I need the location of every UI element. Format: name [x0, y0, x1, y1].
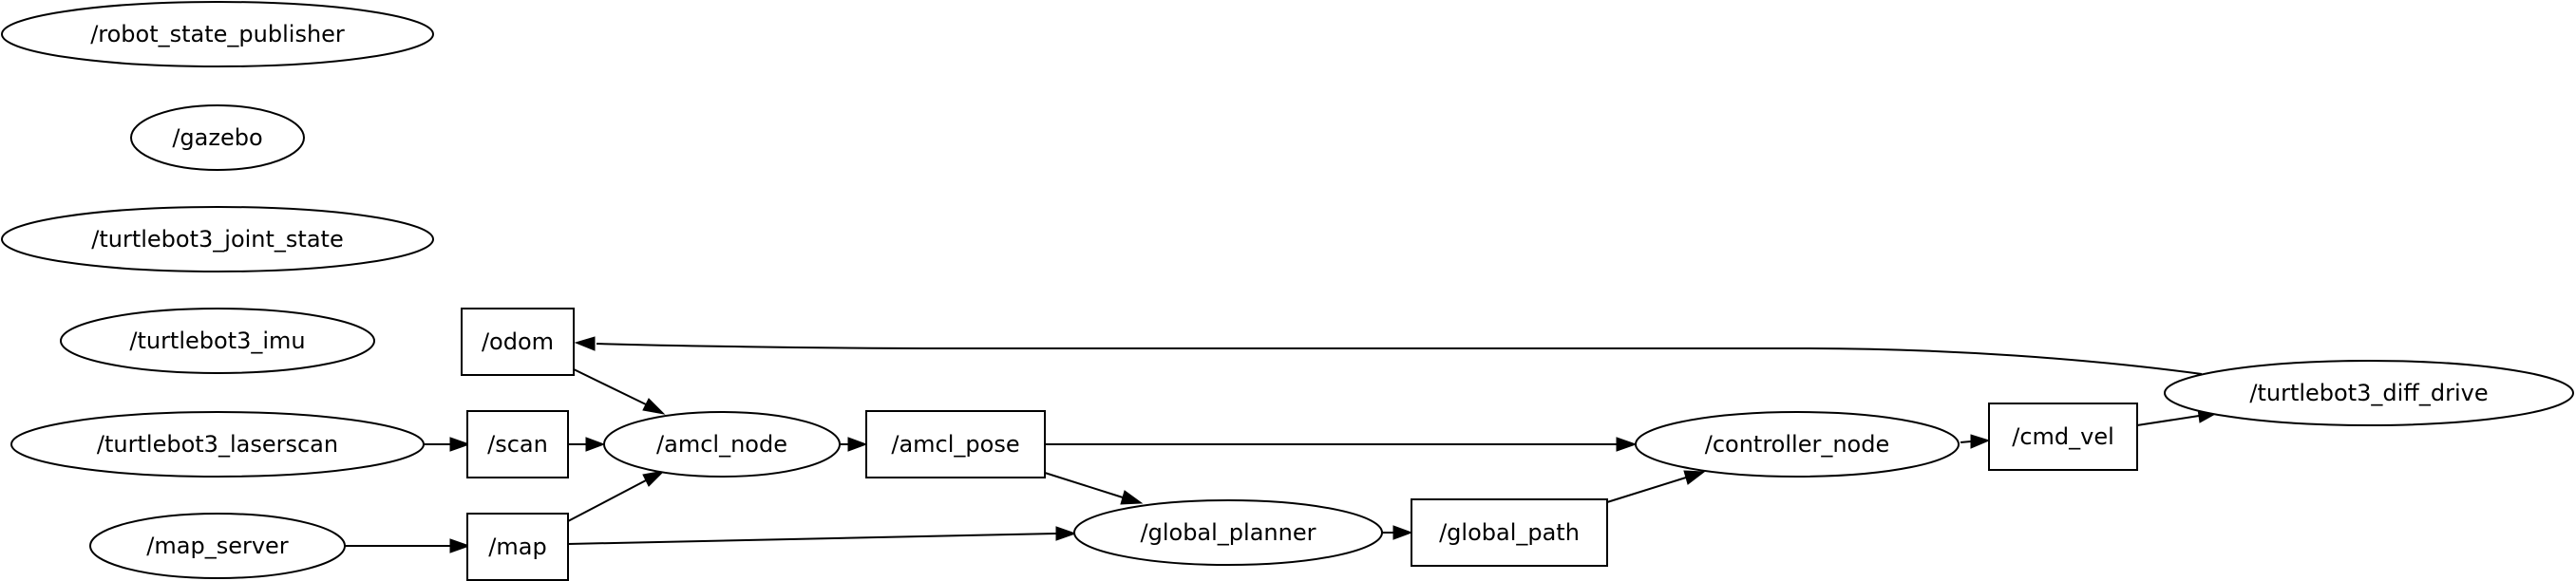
node-label: /robot_state_publisher — [90, 21, 345, 47]
edge-amcl-pose-to-controller-node — [1045, 437, 1638, 452]
node-label: /scan — [487, 431, 548, 458]
node-label: /turtlebot3_diff_drive — [2249, 380, 2488, 406]
node-turtlebot3-imu[interactable]: /turtlebot3_imu — [60, 308, 375, 374]
topic-global-path[interactable]: /global_path — [1411, 498, 1608, 567]
node-turtlebot3-laserscan[interactable]: /turtlebot3_laserscan — [10, 411, 425, 478]
node-label: /amcl_node — [656, 431, 787, 458]
edge-map-to-amcl-node — [567, 470, 666, 522]
node-label: /global_path — [1439, 519, 1580, 546]
node-label: /turtlebot3_joint_state — [91, 226, 343, 253]
node-map-server[interactable]: /map_server — [89, 513, 346, 579]
edge-scan-to-amcl-node — [568, 437, 606, 452]
node-label: /gazebo — [172, 124, 262, 151]
topic-amcl-pose[interactable]: /amcl_pose — [865, 410, 1046, 478]
node-label: /odom — [482, 328, 554, 355]
topic-odom[interactable]: /odom — [461, 308, 575, 376]
node-label: /global_planner — [1141, 519, 1316, 546]
node-label: /map_server — [146, 533, 289, 559]
node-label: /turtlebot3_laserscan — [97, 431, 338, 458]
node-controller-node[interactable]: /controller_node — [1635, 411, 1960, 478]
edge-amcl-node-to-amcl-pose — [840, 437, 868, 452]
node-turtlebot3-joint-state[interactable]: /turtlebot3_joint_state — [1, 206, 434, 272]
node-gazebo[interactable]: /gazebo — [130, 104, 305, 171]
topic-map[interactable]: /map — [466, 513, 569, 581]
edge-controller-node-to-cmd-vel — [1960, 434, 1991, 449]
edge-map-server-to-map — [344, 538, 471, 553]
edge-turtlebot3-diff-drive-to-odom — [574, 336, 2203, 375]
edge-odom-to-amcl-node — [573, 368, 666, 415]
topic-cmd-vel[interactable]: /cmd_vel — [1988, 403, 2138, 471]
node-label: /cmd_vel — [2012, 423, 2114, 450]
edge-amcl-pose-to-global-planner — [1044, 472, 1144, 505]
node-turtlebot3-diff-drive[interactable]: /turtlebot3_diff_drive — [2164, 360, 2574, 426]
node-amcl-node[interactable]: /amcl_node — [603, 411, 841, 478]
topic-scan[interactable]: /scan — [466, 410, 569, 478]
node-label: /amcl_pose — [891, 431, 1019, 458]
edge-map-to-global-planner — [567, 526, 1077, 545]
edge-global-planner-to-global-path — [1381, 525, 1413, 540]
node-label: /turtlebot3_imu — [129, 328, 305, 354]
node-label: /controller_node — [1705, 431, 1889, 458]
edge-global-path-to-controller-node — [1606, 470, 1706, 503]
node-label: /map — [488, 534, 546, 560]
node-global-planner[interactable]: /global_planner — [1073, 499, 1383, 566]
edge-turtlebot3-laserscan-to-scan — [424, 437, 471, 452]
node-robot-state-publisher[interactable]: /robot_state_publisher — [1, 1, 434, 67]
